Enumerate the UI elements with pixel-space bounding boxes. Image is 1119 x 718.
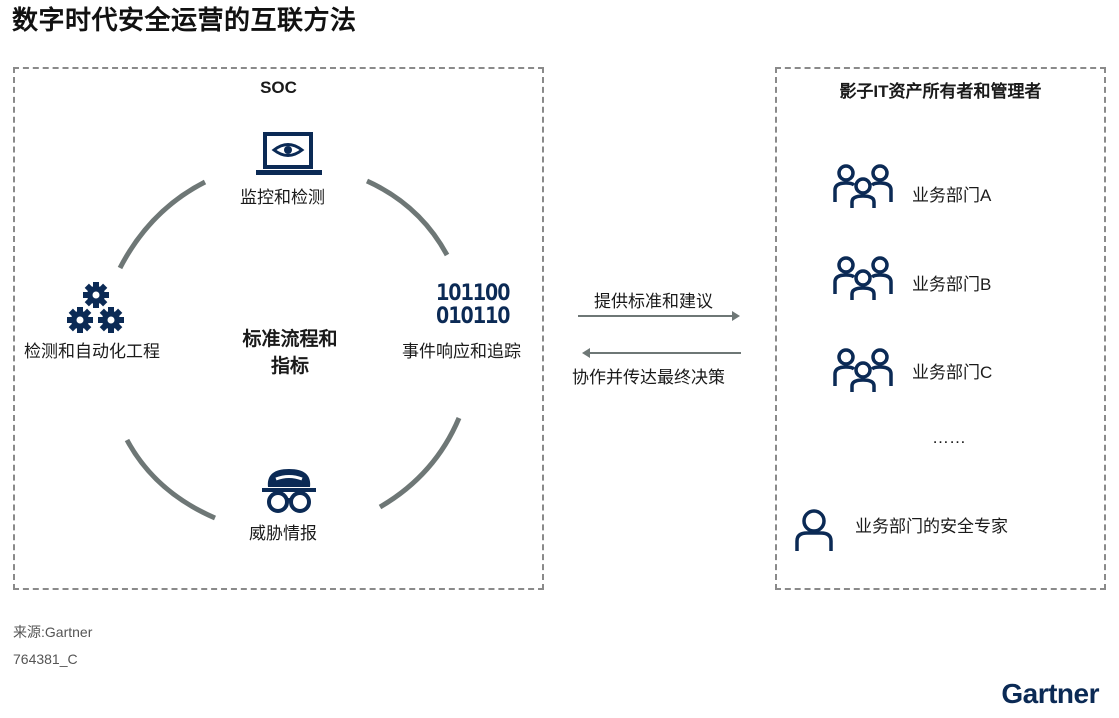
arrow-right-label: 提供标准和建议: [594, 292, 713, 311]
page-title: 数字时代安全运营的互联方法: [12, 5, 357, 35]
owners-panel: [775, 67, 1106, 590]
gears-icon: [67, 282, 124, 333]
gartner-logo: Gartner: [1001, 678, 1099, 709]
center-label: 标准流程和 指标: [230, 326, 350, 380]
node-monitoring-label: 监控和检测: [240, 188, 325, 207]
security-expert-label: 业务部门的安全专家: [855, 517, 1008, 536]
group-people-icon: [833, 256, 893, 300]
arc-bottom-right: [378, 417, 462, 510]
group-people-icon: [833, 348, 893, 392]
center-label-line1: 标准流程和: [242, 329, 338, 350]
arc-bottom-left: [124, 438, 216, 521]
soc-panel: [13, 67, 544, 590]
arrow-left-icon: [582, 348, 741, 358]
node-automation-label: 检测和自动化工程: [24, 342, 160, 361]
node-response-label: 事件响应和追踪: [402, 342, 521, 361]
arc-top-left: [117, 179, 207, 270]
group-people-icon: [833, 164, 893, 208]
figure-id: 764381_C: [13, 651, 78, 667]
arrow-right-icon: [578, 311, 740, 321]
arc-top-right: [365, 178, 450, 257]
department-c-label: 业务部门C: [912, 363, 993, 382]
spy-glasses-icon: [262, 469, 316, 513]
owners-title: 影子IT资产所有者和管理者: [839, 82, 1042, 101]
node-intel-label: 威胁情报: [249, 524, 317, 543]
soc-title: SOC: [260, 78, 297, 97]
person-icon: [795, 509, 833, 551]
department-a-label: 业务部门A: [912, 186, 992, 205]
arrow-left-label: 协作并传达最终决策: [572, 368, 725, 387]
department-b-label: 业务部门B: [912, 275, 992, 294]
laptop-eye-icon: [256, 132, 322, 175]
center-label-line2: 指标: [270, 356, 309, 377]
source-note: 来源:Gartner: [13, 624, 93, 640]
ellipsis: ……: [932, 428, 966, 447]
